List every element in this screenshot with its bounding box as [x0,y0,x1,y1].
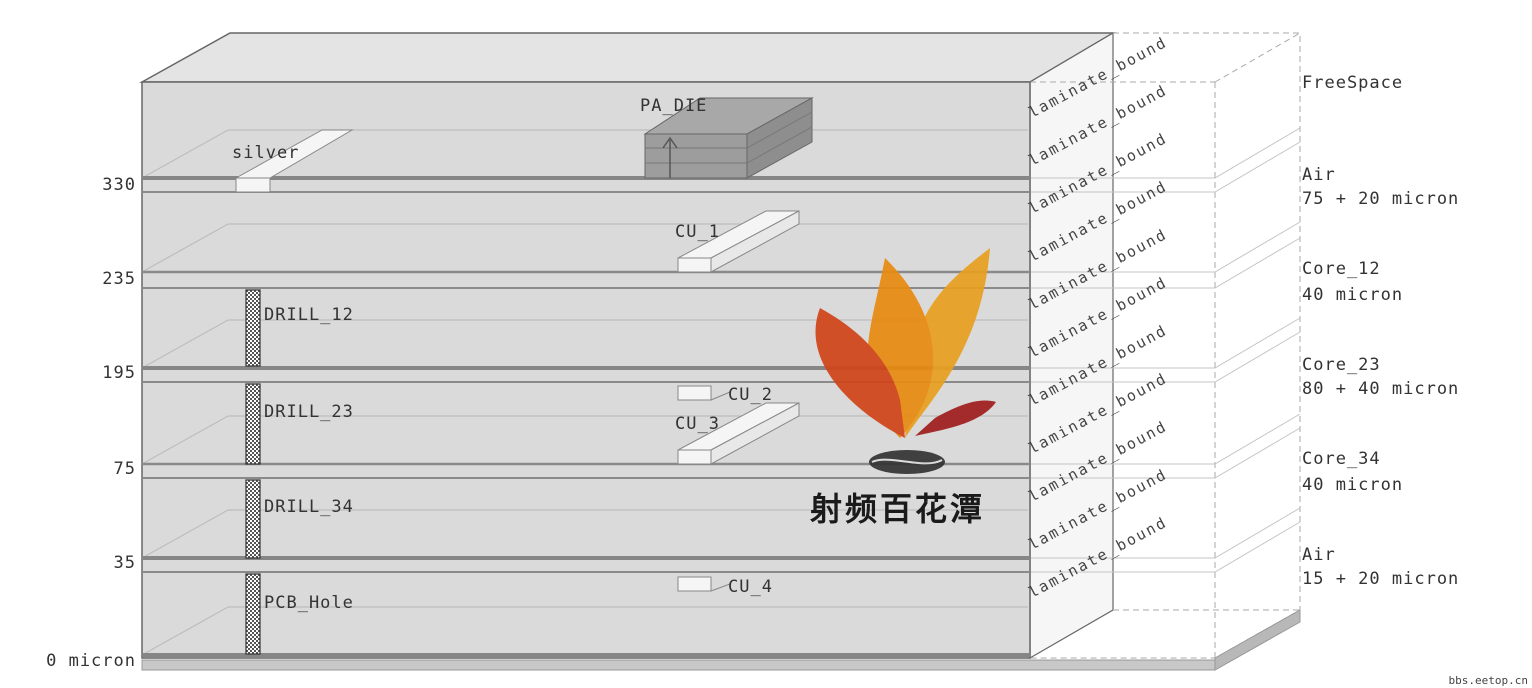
drill-23-via [245,383,261,465]
pcb-hole-via [245,573,261,655]
pcb-hole-label: PCB_Hole [264,593,354,613]
base-plate-side [1214,609,1301,671]
cu-4-pad [677,576,712,592]
logo-leaf-red [815,308,905,438]
drill-23-label: DRILL_23 [264,402,354,422]
cu-2-label: CU_2 [728,385,773,405]
legend-air-top: Air [1302,165,1336,185]
pa-die-label: PA_DIE [640,96,707,116]
cu-2-leader [710,391,731,401]
side-layer-lines [1030,127,1301,573]
height-label-195: 195 [102,363,136,383]
watermark-text: 射频百花潭 [809,490,985,528]
legend-core-23: Core_23 [1302,355,1381,375]
box-top-face [139,32,1116,83]
height-label-235: 235 [102,269,136,289]
legend-freespace: FreeSpace [1302,73,1403,93]
height-label-35: 35 [114,553,136,573]
cu-3-trace [677,402,800,465]
legend-core-34: Core_34 [1302,449,1381,469]
drill-12-label: DRILL_12 [264,305,354,325]
logo-base-wave [871,458,943,465]
silver-trace [234,129,354,193]
layer-boundaries [141,176,1216,671]
height-axis: 330 235 195 75 35 0 micron [46,175,136,671]
height-label-0: 0 micron [46,651,136,671]
drill-34-via [245,479,261,559]
layer-legend: FreeSpace Air 75 + 20 micron Core_12 40 … [1302,73,1459,589]
legend-air-bottom-detail: 15 + 20 micron [1302,569,1459,589]
legend-air-top-detail: 75 + 20 micron [1302,189,1459,209]
watermark-credit: bbs.eetop.cn [1449,674,1528,687]
silver-label: silver [232,143,299,163]
height-label-330: 330 [102,175,136,195]
legend-core-12-detail: 40 micron [1302,285,1403,305]
cu-4-label: CU_4 [728,577,773,597]
legend-core-12: Core_12 [1302,259,1381,279]
legend-air-bottom: Air [1302,545,1336,565]
height-label-75: 75 [114,459,136,479]
drill-34-label: DRILL_34 [264,497,354,517]
drill-12-via [245,289,261,367]
watermark-logo [815,248,996,474]
legend-core-34-detail: 40 micron [1302,475,1403,495]
legend-core-23-detail: 80 + 40 micron [1302,379,1459,399]
cu-4-leader [710,583,731,592]
cu-3-label: CU_3 [675,414,720,434]
pa-die-block [643,97,814,179]
cu-2-pad [677,385,712,401]
logo-leaf-dark-red [915,400,996,436]
cu-1-label: CU_1 [675,222,720,242]
cu-1-trace [677,210,800,273]
